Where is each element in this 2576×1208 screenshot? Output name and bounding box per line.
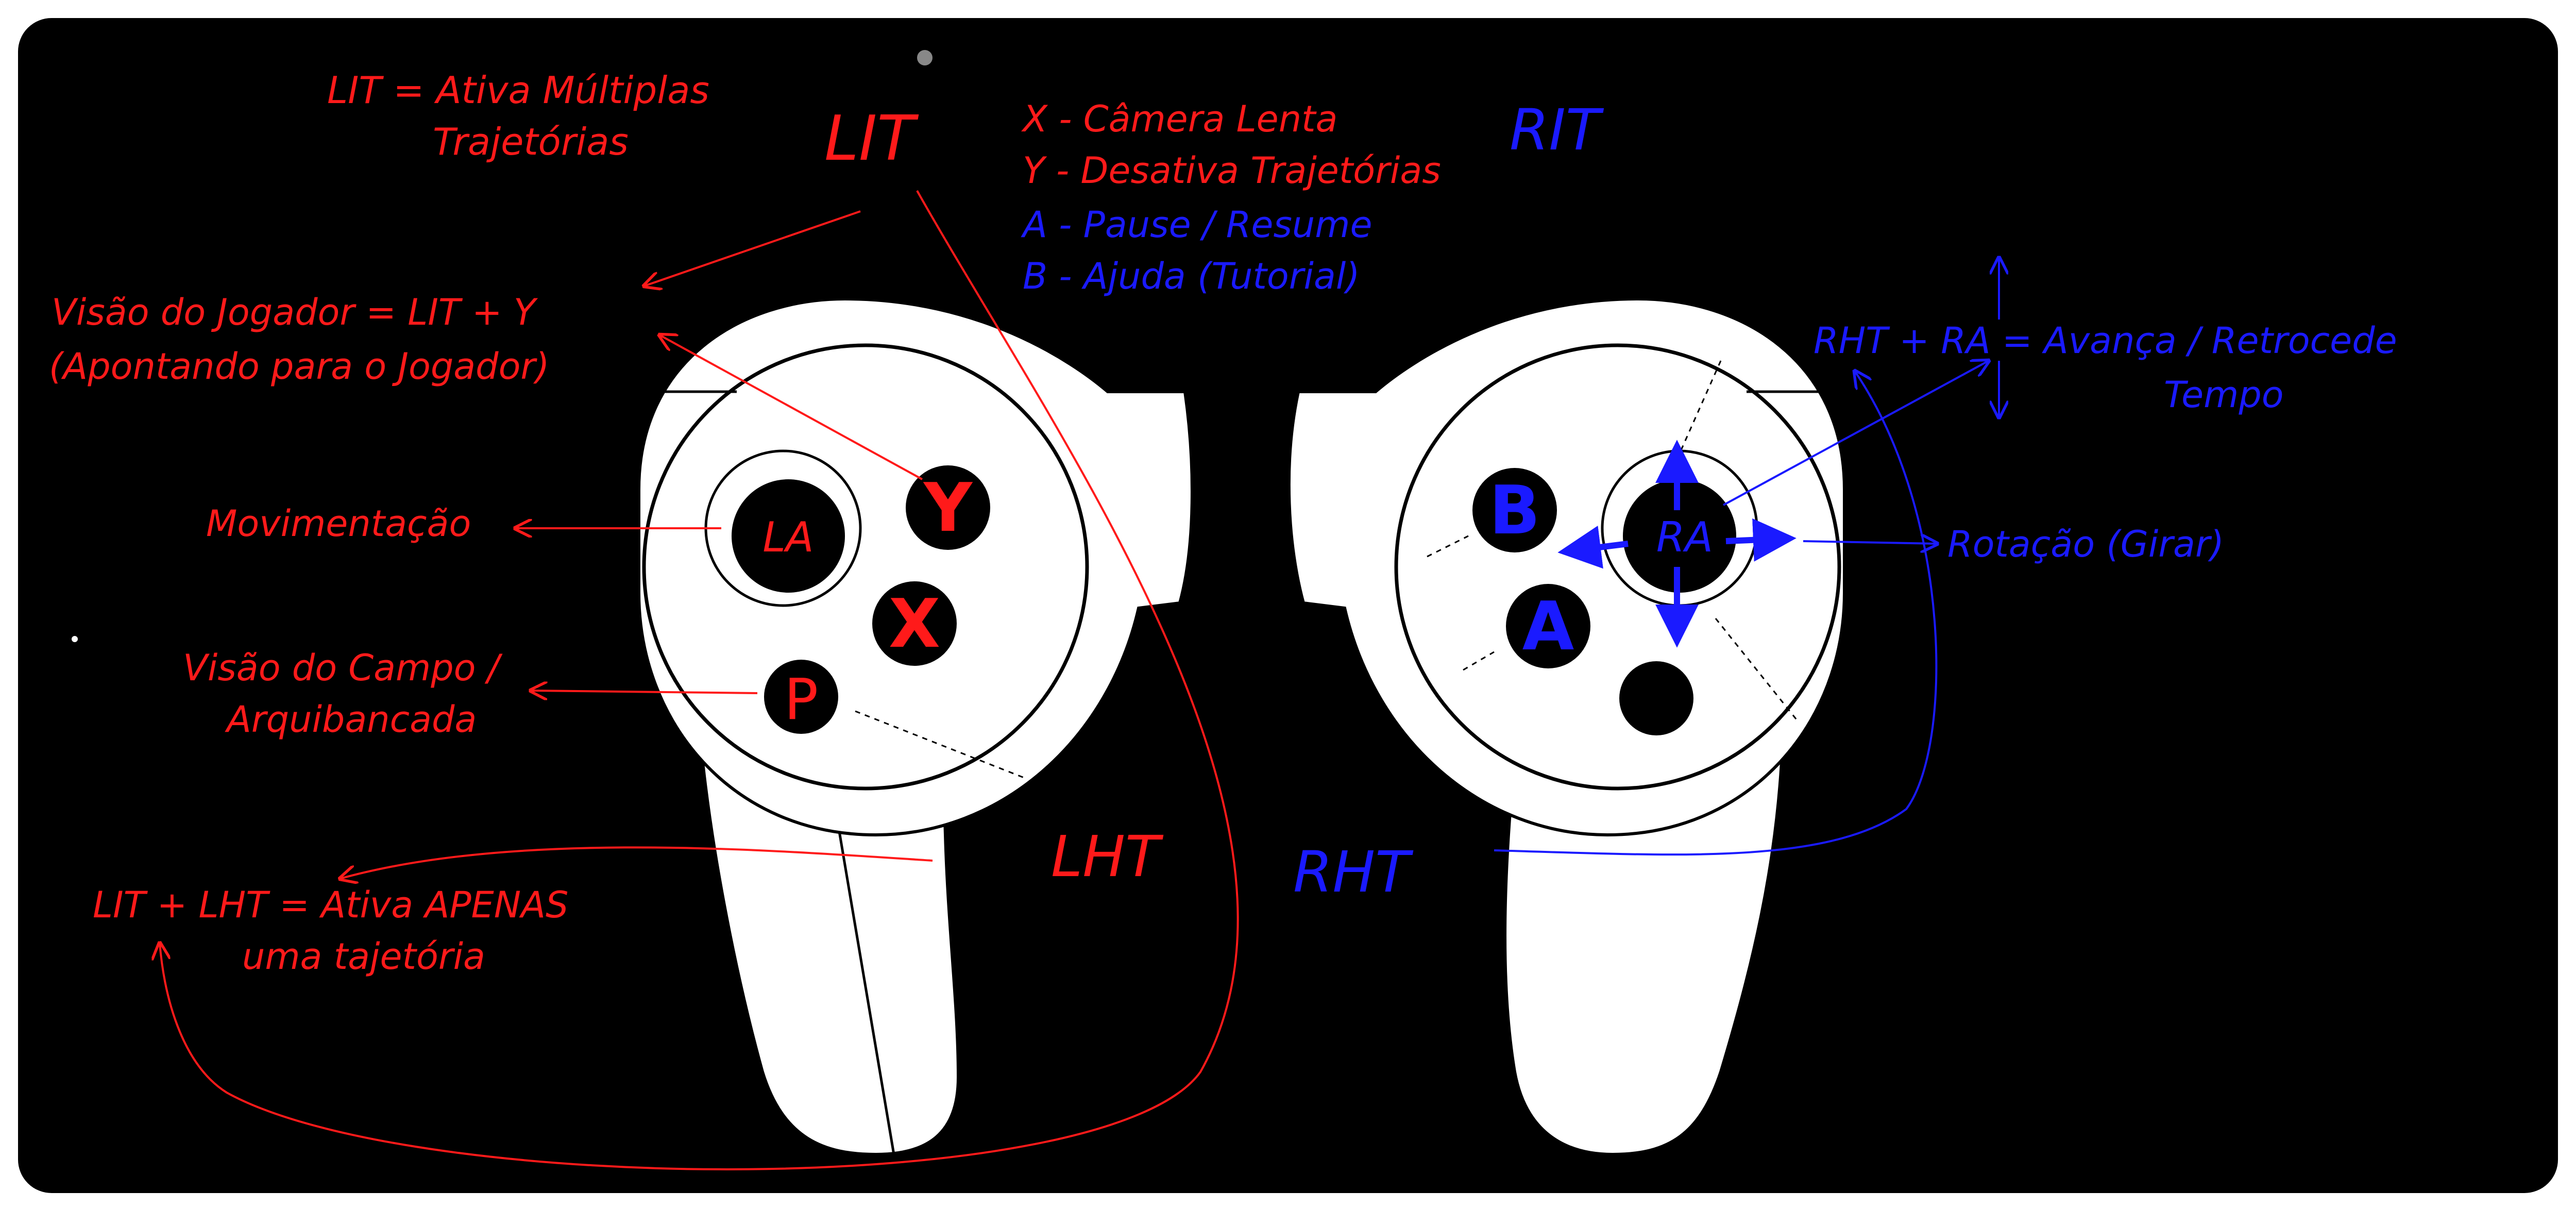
- lit-lht-line1: LIT + LHT = Ativa APENAS: [93, 884, 568, 926]
- ra-right-arrow: [1725, 518, 1797, 562]
- rht-label: RHT: [1293, 839, 1414, 905]
- y-to-player-view-arrow: [659, 335, 923, 480]
- left-stick-label: LA: [762, 513, 814, 561]
- field-view-line2: Arquibancada: [225, 698, 477, 741]
- rht-to-time-arrow: [1494, 371, 1938, 856]
- diagram-background: [13, 13, 2563, 1198]
- left-face-plate: [642, 343, 1089, 791]
- y-description: Y - Desativa Trajetórias: [1023, 149, 1441, 192]
- rht-ra-line2: Tempo: [2164, 374, 2284, 416]
- field-view-line1: Visão do Campo /: [183, 647, 503, 689]
- lit-to-player-view-arrow: [644, 210, 861, 286]
- b-button-label: B: [1489, 471, 1540, 549]
- right-face-guide-1: [1679, 360, 1722, 454]
- lit-multiple-line2: Trajetórias: [433, 120, 629, 163]
- lit-lht-line2: uma tajetória: [242, 935, 485, 978]
- ra-to-time-arrow: [1723, 361, 1989, 506]
- left-controller-handle: [699, 740, 960, 1156]
- a-description: A - Pause / Resume: [1021, 204, 1372, 246]
- stray-dot: [72, 636, 78, 642]
- right-face-guide-2: [1715, 618, 1799, 722]
- b-button[interactable]: [1472, 468, 1557, 552]
- player-view-line1: Visão do Jogador = LIT + Y: [52, 291, 538, 333]
- right-controller: [1287, 297, 1846, 1156]
- a-button[interactable]: [1506, 584, 1590, 668]
- right-thumbstick[interactable]: [1623, 479, 1736, 593]
- right-stick-label: RA: [1656, 513, 1713, 561]
- a-button-label: A: [1522, 587, 1574, 665]
- lit-multiple-line1: LIT = Ativa Múltiplas: [327, 69, 709, 112]
- right-controller-handle: [1503, 740, 1785, 1156]
- b-description: B - Ajuda (Tutorial): [1023, 255, 1360, 297]
- ra-left-arrow: [1557, 525, 1629, 569]
- lht-to-combo-arrow: [340, 846, 933, 879]
- p-to-field-view-arrow: [531, 691, 758, 693]
- player-view-line2: (Apontando para o Jogador): [49, 345, 550, 388]
- left-controller: [637, 297, 1194, 1156]
- rht-ra-line1: RHT + RA = Avança / Retrocede: [1814, 320, 2397, 362]
- x-button[interactable]: [872, 581, 957, 666]
- lit-to-combo-curve: [160, 190, 1239, 1170]
- ra-to-rotation-arrow: [1803, 541, 1937, 544]
- lit-label: LIT: [824, 103, 919, 175]
- y-button[interactable]: [906, 465, 990, 550]
- right-face-guide-3: [1427, 535, 1469, 558]
- right-system-button[interactable]: [1619, 661, 1693, 735]
- p-button[interactable]: [764, 660, 838, 734]
- rotation-label: Rotação (Girar): [1947, 523, 2224, 565]
- rit-label: RIT: [1510, 97, 1604, 163]
- p-button-label: P: [784, 666, 818, 732]
- lht-label: LHT: [1051, 824, 1164, 890]
- movement-label: Movimentação: [206, 502, 471, 545]
- y-button-label: Y: [923, 468, 973, 547]
- x-button-label: X: [889, 584, 940, 663]
- sensor-dot: [917, 50, 933, 65]
- left-thumbstick[interactable]: [732, 479, 845, 593]
- x-description: X - Câmera Lenta: [1021, 98, 1337, 140]
- left-handle-seam: [833, 803, 895, 1155]
